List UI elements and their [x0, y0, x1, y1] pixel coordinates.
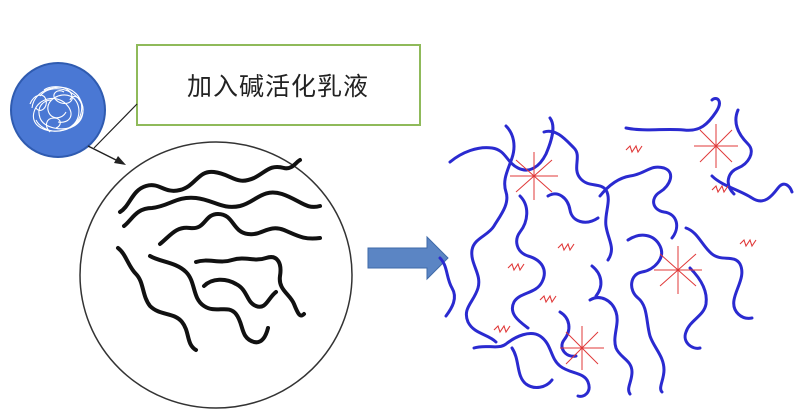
tangled-polymer-ball-icon [29, 86, 84, 133]
crosslink-cluster-4 [560, 326, 604, 370]
chain-after-3 [542, 129, 613, 262]
callout-box [136, 44, 421, 126]
chain-after-18 [590, 264, 603, 298]
chain-after-7 [726, 108, 753, 196]
chain-after-6 [624, 97, 721, 132]
chain-after-9 [598, 165, 679, 240]
chain-after-17 [438, 256, 456, 318]
crosslink-cluster-1 [510, 152, 558, 200]
chain-after-2 [464, 124, 516, 344]
particle-circle [10, 62, 106, 158]
chain-after-10 [626, 233, 666, 394]
process-arrow [367, 235, 449, 281]
polymer-chains-before [116, 158, 322, 352]
chain-after-12 [683, 266, 708, 350]
swollen-network [438, 97, 794, 398]
callout-label: 加入碱活化乳液 [187, 72, 369, 101]
pendant-groups [493, 144, 757, 334]
right-arrow-icon [367, 235, 449, 281]
chain-after-4 [511, 194, 546, 330]
emulsion-particle [10, 62, 106, 158]
chain-before-2 [122, 190, 322, 228]
chain-before-5 [148, 254, 270, 345]
chain-after-13 [472, 332, 591, 398]
chain-after-14 [510, 346, 554, 389]
chain-after-1 [448, 116, 555, 172]
crosslink-cluster-3 [654, 246, 702, 294]
zoom-pointer-head [114, 156, 126, 165]
chain-before-3 [158, 212, 322, 246]
zoom-pointer [87, 145, 126, 165]
crosslink-cluster-2 [694, 124, 738, 168]
chain-before-4 [116, 246, 198, 352]
chain-before-7 [202, 277, 278, 309]
chain-after-5 [546, 192, 600, 224]
magnified-view [79, 141, 353, 409]
magnified-ellipse [79, 141, 353, 409]
chain-before-6 [194, 255, 306, 318]
chain-after-15 [558, 310, 578, 358]
chain-after-16 [588, 296, 634, 396]
chain-after-8 [710, 174, 794, 203]
chain-before-1 [118, 158, 302, 214]
polymer-chains-after [438, 97, 794, 398]
chain-after-11 [684, 226, 754, 320]
callout-pointer [93, 103, 138, 149]
callout: 加入碱活化乳液 [93, 44, 421, 149]
